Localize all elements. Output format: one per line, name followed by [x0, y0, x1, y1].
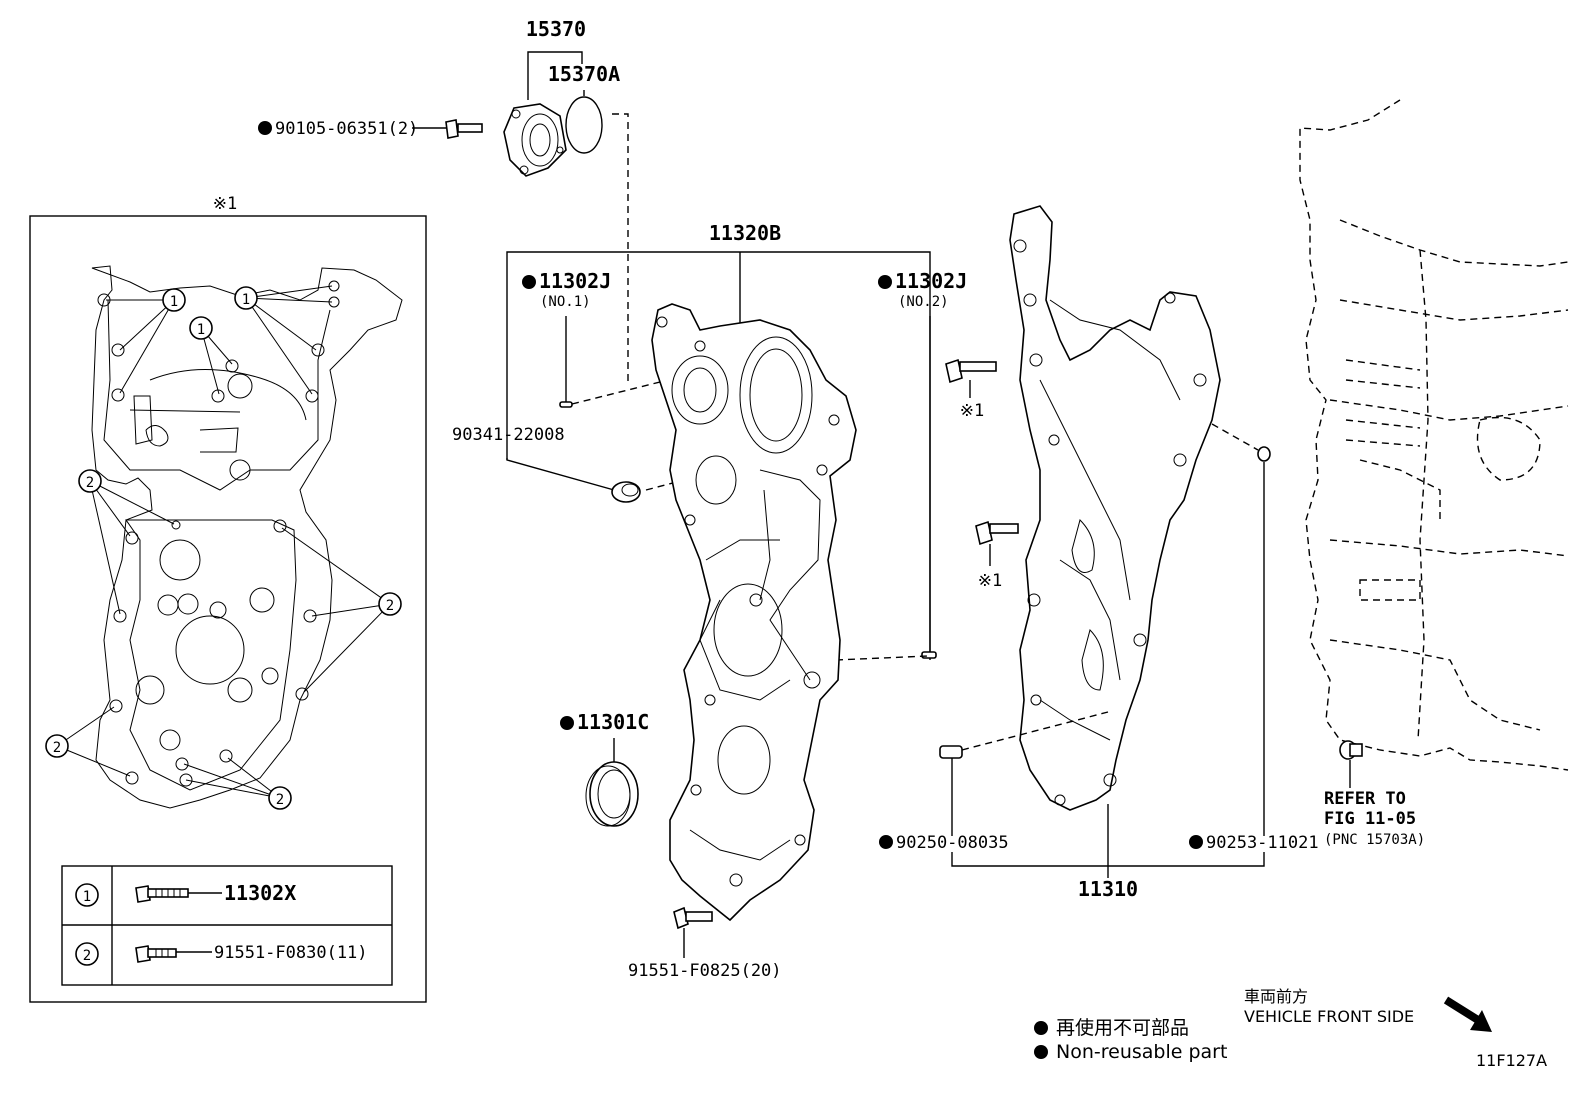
- pin-11302j-no1: [559, 401, 573, 408]
- label-15370a: 15370A: [548, 62, 620, 86]
- label-90250: 90250-08035: [896, 833, 1009, 853]
- svg-text:2: 2: [276, 792, 284, 808]
- label-11302j-no1-sub: (NO.1): [540, 294, 591, 310]
- filled-dot-icon: [1034, 1021, 1048, 1035]
- label-11302j-no2: 11302J: [895, 269, 967, 293]
- callout-2-c: 2: [45, 734, 69, 758]
- label-90253: 90253-11021: [1206, 833, 1319, 853]
- dowel-90250: [939, 745, 963, 759]
- bolt-91551-f0825: 91551-F0825(20): [628, 906, 782, 981]
- callout-2-d: 2: [268, 786, 292, 810]
- bolt-mark-1b: ※1: [975, 520, 1019, 591]
- label-15370: 15370: [526, 17, 586, 41]
- pin-90253: [1257, 446, 1271, 462]
- pin-11302j-no2: [921, 651, 937, 659]
- oil-seal-part: [585, 761, 639, 827]
- refer-note: REFER TO FIG 11-05 (PNC 15703A): [1324, 789, 1425, 848]
- svg-text:2: 2: [53, 740, 61, 756]
- callout-2-b: 2: [378, 592, 402, 616]
- vehicle-front-indicator: 車両前方 VEHICLE FRONT SIDE: [1244, 987, 1492, 1032]
- bolt-mark-1a: ※1: [945, 358, 997, 421]
- filled-dot-icon: [1034, 1045, 1048, 1059]
- label-11310: 11310: [1078, 877, 1138, 901]
- refer-line1: REFER TO: [1324, 789, 1406, 809]
- engine-block-outline: [1299, 99, 1569, 771]
- refer-line3: (PNC 15703A): [1324, 832, 1425, 848]
- callout-2-a: 2: [78, 469, 102, 493]
- svg-text:2: 2: [386, 598, 394, 614]
- inset-bolt-holes-1: [97, 280, 340, 403]
- callout-1-c: 1: [189, 316, 213, 340]
- svg-text:1: 1: [170, 294, 178, 310]
- label-90341: 90341-22008: [452, 425, 565, 445]
- figure-id: 11F127A: [1476, 1051, 1547, 1070]
- svg-text:2: 2: [86, 475, 94, 491]
- legend-num-1: 1: [83, 889, 91, 905]
- inset-panel: ※1: [29, 194, 427, 1003]
- bolt-90105: [412, 119, 483, 139]
- label-11302j-no1: 11302J: [539, 269, 611, 293]
- label-mark-1a: ※1: [960, 401, 984, 421]
- legend-num-2: 2: [83, 948, 91, 964]
- vehicle-front-jp: 車両前方: [1244, 987, 1308, 1006]
- legend-jp: 再使用不可部品: [1056, 1017, 1189, 1039]
- plug-90341-part: [611, 481, 641, 503]
- part-11320b-group: 11320B 11302J (NO.1) 11302J (NO.2) 90341…: [452, 221, 967, 661]
- inset-bolt-holes-2: [109, 519, 317, 787]
- plug-15703a-part: [1339, 740, 1363, 760]
- timing-cover-part: [651, 303, 857, 922]
- label-11320b: 11320B: [709, 221, 781, 245]
- non-reusable-legend: 再使用不可部品 Non-reusable part: [1034, 1017, 1227, 1063]
- vehicle-front-en: VEHICLE FRONT SIDE: [1244, 1007, 1414, 1026]
- svg-text:1: 1: [197, 322, 205, 338]
- inset-legend-table: 1 2 11302X 91551-F0830(11): [61, 865, 393, 986]
- inset-title: ※1: [213, 194, 237, 214]
- timing-case-part: [1009, 205, 1221, 811]
- label-11301c: 11301C: [577, 710, 649, 734]
- o-ring-part: [565, 96, 603, 154]
- refer-line2: FIG 11-05: [1324, 809, 1416, 829]
- legend-part-2: 91551-F0830(11): [214, 943, 368, 963]
- bolt-icon: [135, 885, 222, 903]
- label-11302j-no2-sub: (NO.2): [898, 294, 949, 310]
- legend-part-1: 11302X: [224, 881, 296, 905]
- label-90105: 90105-06351(2): [275, 119, 418, 139]
- legend-en: Non-reusable part: [1056, 1041, 1227, 1063]
- callout-1-a: 1: [162, 288, 186, 312]
- label-91551-f0825: 91551-F0825(20): [628, 961, 782, 981]
- callout-1-b: 1: [234, 286, 258, 310]
- non-reusable-dot: [258, 121, 272, 135]
- part-11310-group: 90250-08035 90253-11021 11310: [879, 423, 1319, 901]
- label-mark-1b: ※1: [978, 571, 1002, 591]
- part-15370-group: 15370 15370A 90105-06351(2): [258, 17, 629, 385]
- bolt-icon: [135, 945, 212, 963]
- part-11301c-group: 11301C: [560, 710, 649, 827]
- front-arrow-icon: [1443, 996, 1492, 1032]
- bearing-housing-part: [503, 103, 567, 177]
- gasket-outline: [91, 265, 403, 809]
- svg-text:1: 1: [242, 292, 250, 308]
